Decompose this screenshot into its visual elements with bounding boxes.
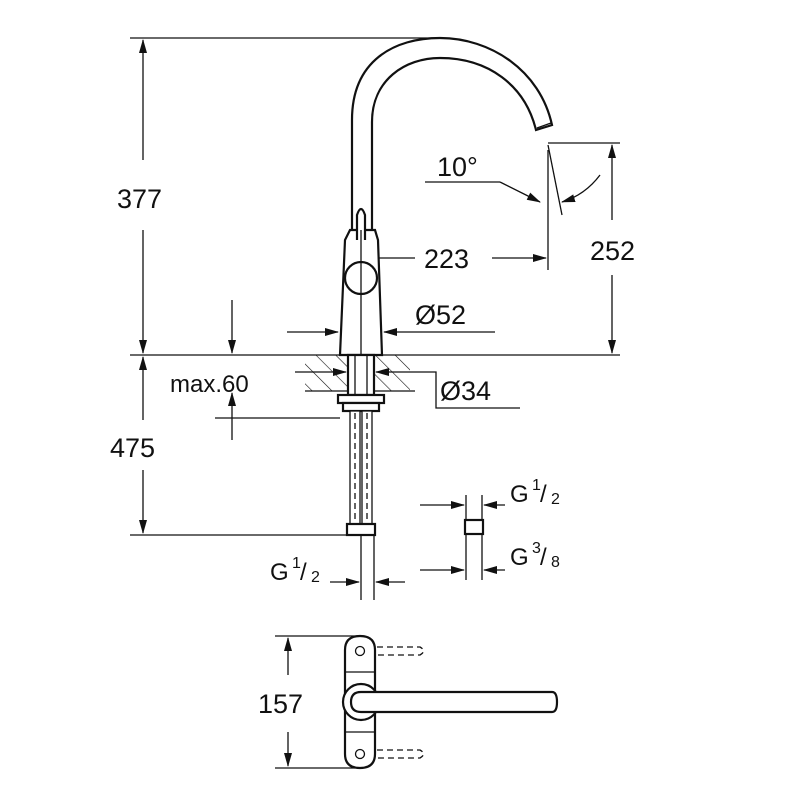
dim-d52-label: Ø52: [415, 300, 466, 330]
thread-top-num: 1: [532, 477, 541, 494]
faucet-side-view: [338, 36, 554, 357]
dim-max60-label: max.60: [170, 371, 249, 398]
thread-slash: /: [540, 544, 547, 571]
dim-body-diameter: Ø52: [287, 300, 495, 336]
dim-252-label: 252: [590, 236, 635, 266]
dim-223-label: 223: [424, 244, 469, 274]
dim-475-label: 475: [110, 433, 155, 463]
faucet-top-view: 157: [258, 634, 559, 770]
adapter-fitting: G 1 / 2 G 3 / 8: [420, 477, 560, 580]
dim-spout-reach: 223: [365, 244, 547, 274]
dim-377-label: 377: [117, 184, 162, 214]
dim-below-counter: 475: [110, 356, 155, 534]
dim-10deg-label: 10°: [437, 152, 478, 182]
dim-d34-label: Ø34: [440, 376, 491, 406]
thread-top-base: G: [510, 481, 529, 508]
dim-spout-height: 252: [590, 144, 635, 354]
thread-hose-base: G: [270, 559, 289, 586]
dim-spout-angle: 10°: [425, 144, 601, 216]
extension-lines: [130, 37, 620, 536]
countertop-section: [305, 353, 415, 413]
thread-hose-den: 2: [311, 569, 320, 586]
thread-slash: /: [540, 481, 547, 508]
thread-bottom-num: 3: [532, 540, 541, 557]
thread-hose-num: 1: [292, 555, 301, 572]
thread-bottom-den: 8: [551, 554, 560, 571]
thread-slash: /: [300, 559, 307, 586]
dim-total-height: 377: [117, 39, 162, 354]
dim-max-thickness: max.60 Ø34: [170, 300, 520, 440]
thread-top-den: 2: [551, 491, 560, 508]
dim-hose-thread: G 1 / 2: [270, 555, 405, 586]
dim-157-label: 157: [258, 689, 303, 719]
thread-bottom-base: G: [510, 544, 529, 571]
supply-hoses: [345, 410, 377, 600]
